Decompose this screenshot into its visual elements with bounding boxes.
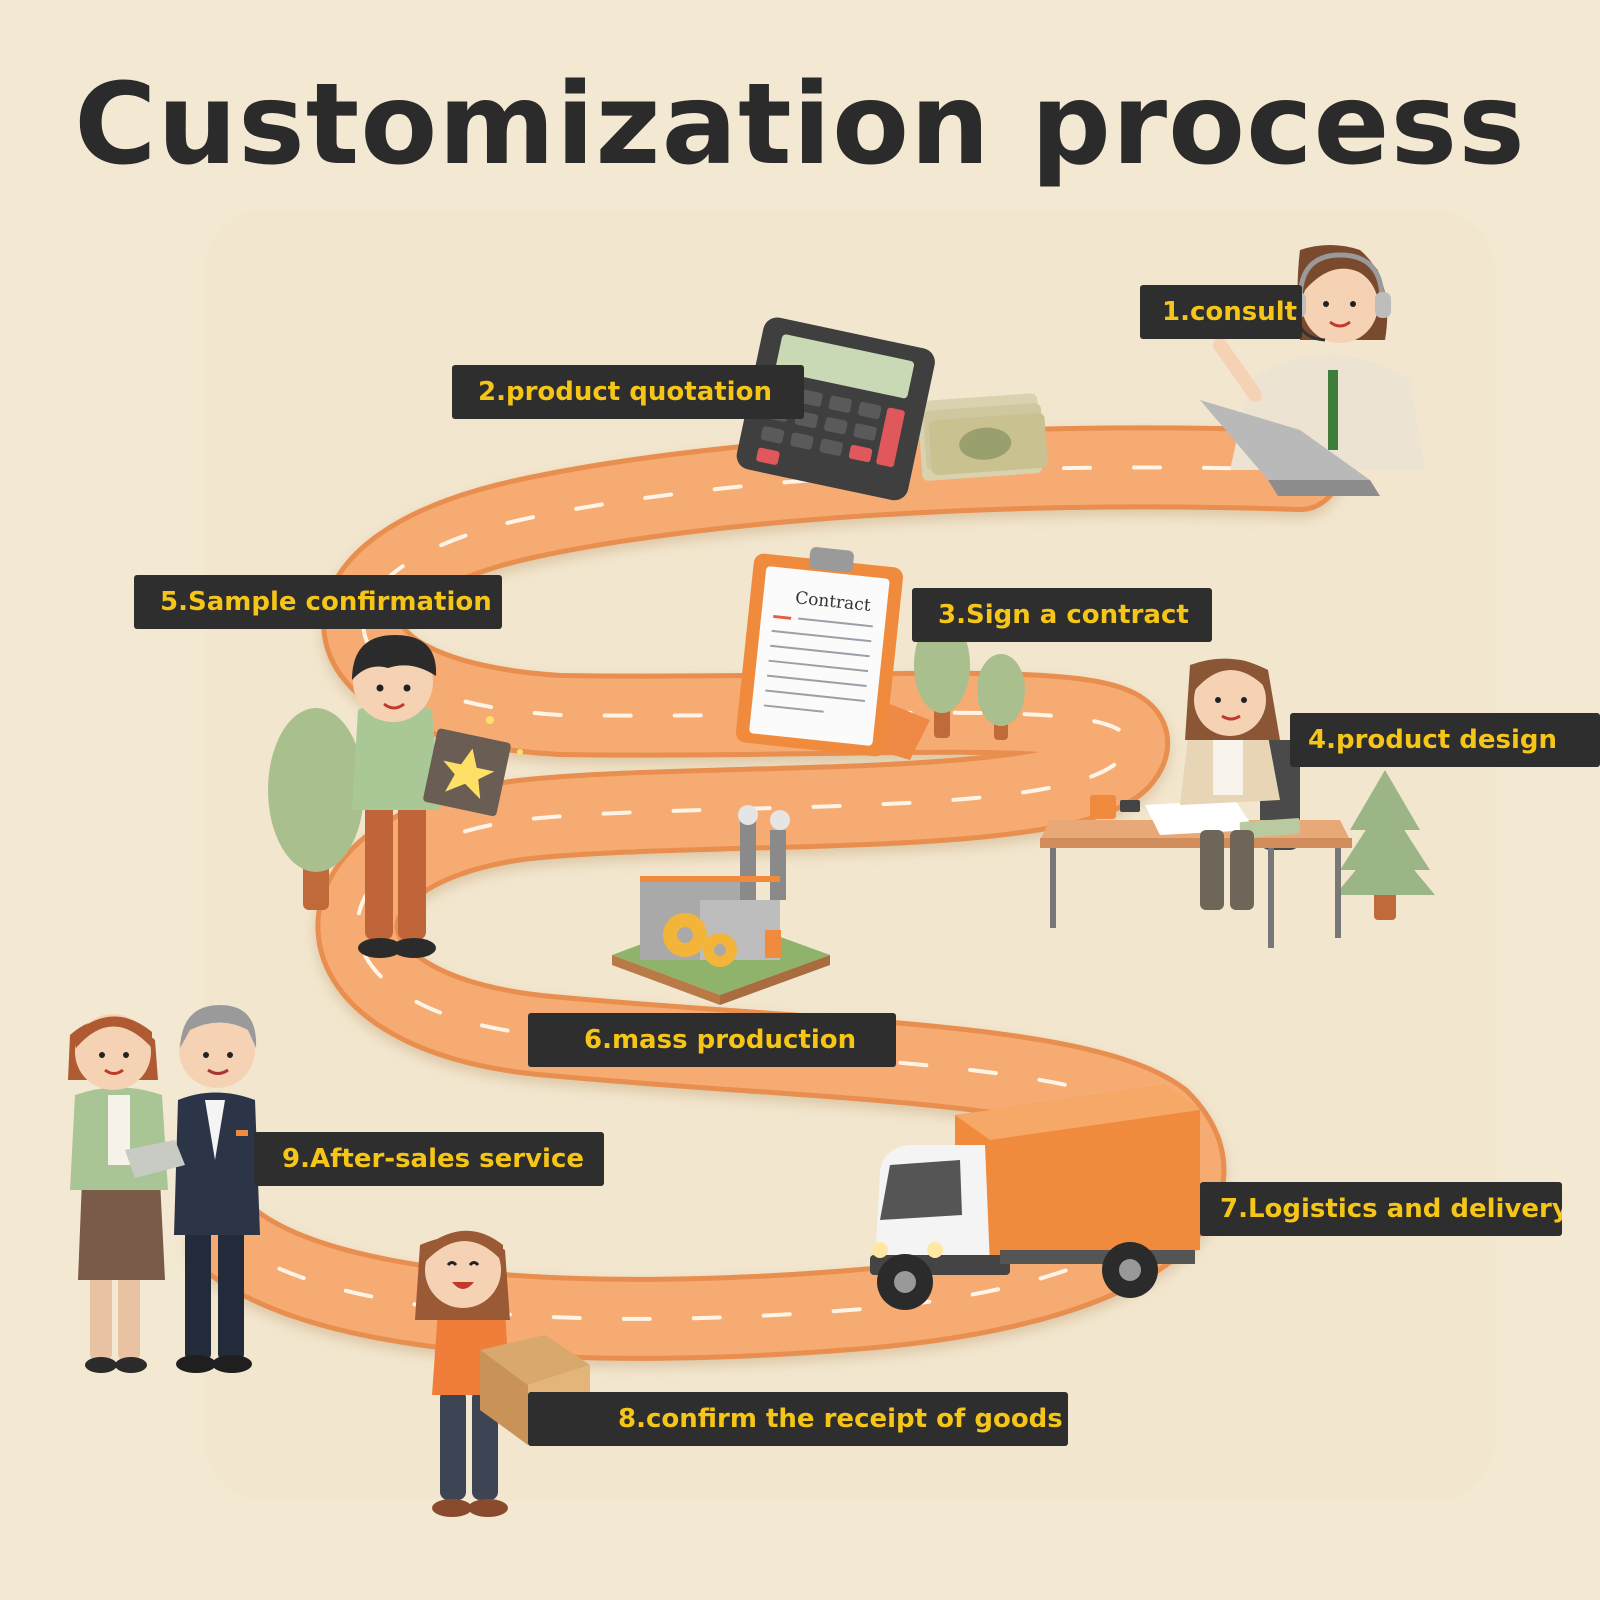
step-label-logistics-delivery: 7.Logistics and delivery <box>1200 1182 1562 1236</box>
step-label-consult: 1.consult <box>1140 285 1302 339</box>
step-label-product-design: 4.product design <box>1290 713 1600 767</box>
tree-icon <box>977 654 1025 740</box>
page-title: Customization process <box>74 60 1526 190</box>
step-label-sign-contract: 3.Sign a contract <box>912 588 1212 642</box>
factory-icon <box>612 805 830 1005</box>
step-label-after-sales-service: 9.After-sales service <box>254 1132 604 1186</box>
contract-clipboard-icon: Contract <box>735 547 930 760</box>
two-people-talking-icon <box>68 1005 260 1373</box>
person-with-sample-icon <box>352 635 523 958</box>
step-label-product-quotation: 2.product quotation <box>452 365 804 419</box>
tree-icon <box>268 708 364 910</box>
step-label-confirm-receipt: 8.confirm the receipt of goods <box>528 1392 1068 1446</box>
delivery-truck-icon <box>870 1085 1200 1310</box>
step-label-mass-production: 6.mass production <box>528 1013 896 1067</box>
winding-road <box>188 425 1342 1361</box>
customer-service-agent-icon <box>1200 245 1425 496</box>
pine-tree-icon <box>1335 770 1435 920</box>
designer-at-desk-icon <box>1040 658 1352 948</box>
calculator-money-icon <box>736 317 1048 501</box>
step-label-sample-confirmation: 5.Sample confirmation <box>134 575 502 629</box>
